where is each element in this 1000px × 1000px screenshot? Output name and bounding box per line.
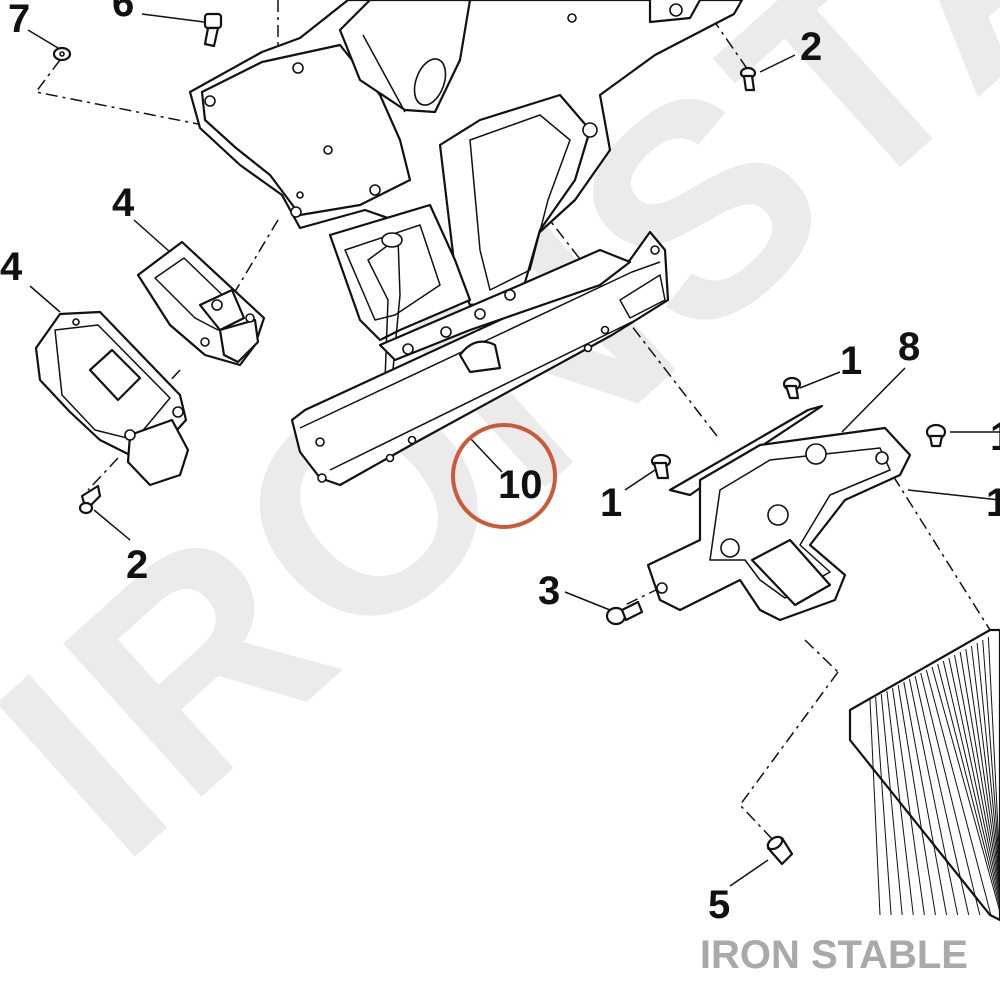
- fin-line: [937, 663, 1000, 908]
- fin-line: [920, 672, 981, 916]
- callout-1-mid: 1: [600, 481, 622, 525]
- fasteners: [52, 12, 947, 866]
- callout-8: 8: [898, 325, 920, 369]
- fin-line: [970, 645, 1000, 882]
- fin-line: [948, 657, 1000, 900]
- callout-3: 3: [538, 569, 560, 613]
- fin-line: [987, 636, 1000, 869]
- rivet-part-2-upper: [739, 66, 757, 92]
- fin-line: [959, 651, 1000, 891]
- callout-1-edge: 1: [990, 415, 1000, 459]
- callout-2-lower: 2: [126, 543, 148, 587]
- callout-4-lower: 4: [0, 245, 23, 289]
- fin-line: [875, 696, 892, 916]
- fin-line: [897, 684, 936, 916]
- callout-10: 10: [498, 463, 543, 507]
- callout-7: 7: [8, 0, 30, 41]
- highlight-circle: [451, 423, 557, 529]
- mount-bracket-part-8: [646, 404, 912, 622]
- rivet-part-1-upper: [782, 376, 802, 400]
- pin-part-5: [766, 835, 794, 866]
- fin-lines: [869, 636, 1000, 916]
- fin-line: [942, 660, 1000, 904]
- module-part-4-lower: [34, 310, 190, 487]
- bolt-part-3: [605, 600, 644, 626]
- fin-block: [848, 628, 1000, 922]
- callout-2-upper: 2: [800, 25, 822, 69]
- cross-member-part-10: [290, 230, 670, 487]
- fin-line: [925, 669, 992, 916]
- fin-line: [965, 648, 1000, 886]
- callouts: 7 6 2 4 4 2 10 1 8 1 1 3 5 1: [0, 0, 1000, 927]
- bolt-part-1-right: [925, 423, 947, 448]
- fin-line: [880, 693, 903, 916]
- fin-line: [886, 690, 914, 916]
- bolt-part-6: [203, 12, 223, 48]
- leader-lines: [27, 13, 1000, 887]
- callout-1-right: 1: [986, 481, 1000, 525]
- upper-mount-frame: [188, 0, 744, 381]
- callout-1-upper: 1: [840, 339, 862, 383]
- fin-line: [914, 675, 970, 916]
- fin-line: [908, 678, 959, 916]
- nut-part-7: [52, 46, 72, 62]
- rivet-part-1-mid: [650, 453, 672, 480]
- fin-line: [931, 666, 1000, 913]
- fin-line: [892, 687, 925, 916]
- fin-line: [903, 681, 948, 916]
- callout-4-upper: 4: [112, 181, 135, 225]
- brand-logo-text: IRON STABLE: [700, 933, 968, 977]
- fin-line: [869, 699, 881, 916]
- fin-line: [976, 642, 1000, 878]
- fin-line: [982, 639, 1000, 873]
- bracket-part-4-upper: [136, 240, 266, 367]
- bolt-part-2-lower: [78, 484, 102, 515]
- fin-line: [954, 654, 1000, 895]
- callout-5: 5: [708, 883, 730, 927]
- callout-6: 6: [112, 0, 134, 25]
